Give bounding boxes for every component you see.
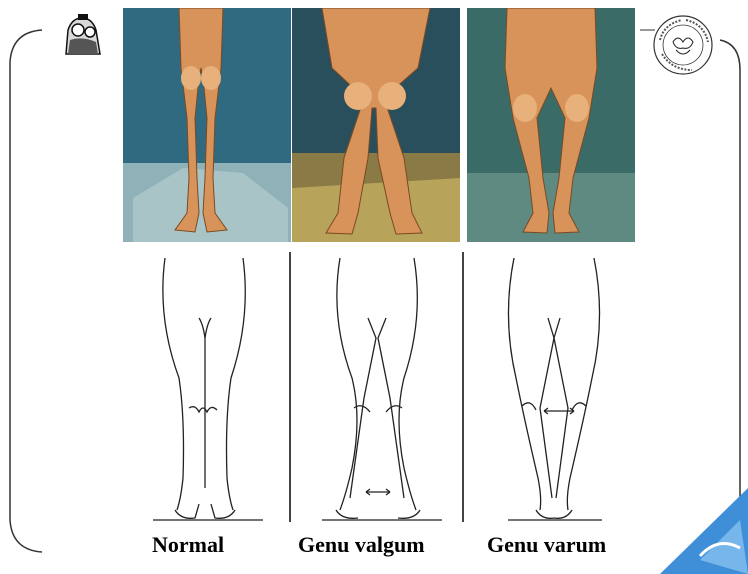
caption-genu-valgum: Genu valgum — [298, 532, 425, 558]
diagram-normal-legs — [123, 248, 291, 528]
rheumatology-seal-logo — [652, 14, 714, 76]
caption-genu-varum: Genu varum — [487, 532, 606, 558]
divider-left — [289, 252, 291, 522]
photo-normal-legs — [123, 8, 291, 242]
photo-genu-varum-legs — [467, 8, 635, 242]
hospital-logo — [58, 10, 106, 60]
diagram-genu-varum-legs — [462, 248, 630, 528]
photo-genu-valgum-legs — [292, 8, 460, 242]
caption-normal: Normal — [152, 532, 224, 558]
diagram-genu-valgum-legs — [292, 248, 460, 528]
